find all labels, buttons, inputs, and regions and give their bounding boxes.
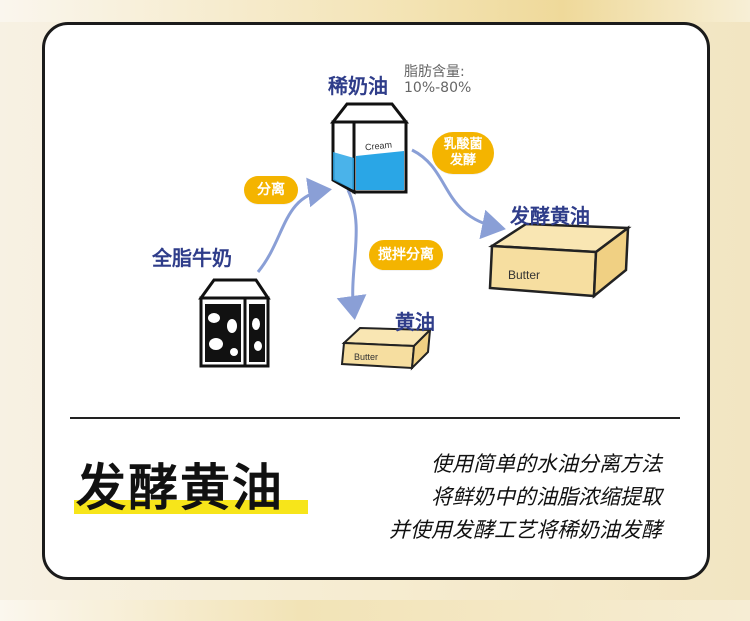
description-text: 使用简单的水油分离方法 将鲜奶中的油脂浓缩提取 并使用发酵工艺将稀奶油发酵	[389, 448, 662, 547]
bottom-gradient-band	[0, 600, 750, 621]
butter-block-large-icon: Butter	[488, 222, 632, 299]
description-line-1: 使用简单的水油分离方法	[431, 452, 662, 476]
cream-label: 稀奶油	[328, 74, 388, 98]
top-gradient-band	[0, 0, 750, 22]
cream-carton-icon: Cream	[329, 102, 410, 195]
butter-small-text: Butter	[354, 352, 378, 362]
arrow-cream-to-cultured-butter	[411, 148, 506, 240]
title-highlight-bar	[74, 500, 308, 514]
fat-content-title: 脂肪含量:	[404, 64, 465, 80]
whole-milk-label: 全脂牛奶	[152, 246, 232, 270]
info-card	[42, 22, 710, 580]
lactic-fermentation-pill: 乳酸菌 发酵	[432, 132, 494, 174]
description-line-2: 将鲜奶中的油脂浓缩提取	[431, 485, 662, 509]
milk-carton-icon	[198, 278, 271, 368]
description-line-3: 并使用发酵工艺将稀奶油发酵	[389, 518, 662, 542]
fat-content-range: 10%-80%	[404, 80, 472, 96]
lactic-pill-line1: 乳酸菌	[443, 137, 483, 152]
cream-carton-text: Cream	[365, 140, 393, 153]
cultured-butter-label: 发酵黄油	[510, 204, 590, 228]
churn-separate-pill: 搅拌分离	[369, 240, 443, 270]
arrow-milk-to-cream	[256, 177, 332, 273]
lactic-pill-line2: 发酵	[449, 153, 476, 168]
fat-content-note: 脂肪含量: 10%-80%	[404, 64, 471, 96]
butter-large-text: Butter	[508, 268, 540, 282]
butter-block-small-icon: Butter	[340, 326, 433, 371]
page-title: 发酵黄油	[76, 459, 284, 517]
divider-line	[70, 417, 680, 419]
arrow-cream-to-butter	[336, 189, 367, 320]
separate-pill: 分离	[244, 176, 298, 204]
title-block: 发酵黄油	[74, 448, 308, 520]
butter-label: 黄油	[395, 310, 435, 334]
